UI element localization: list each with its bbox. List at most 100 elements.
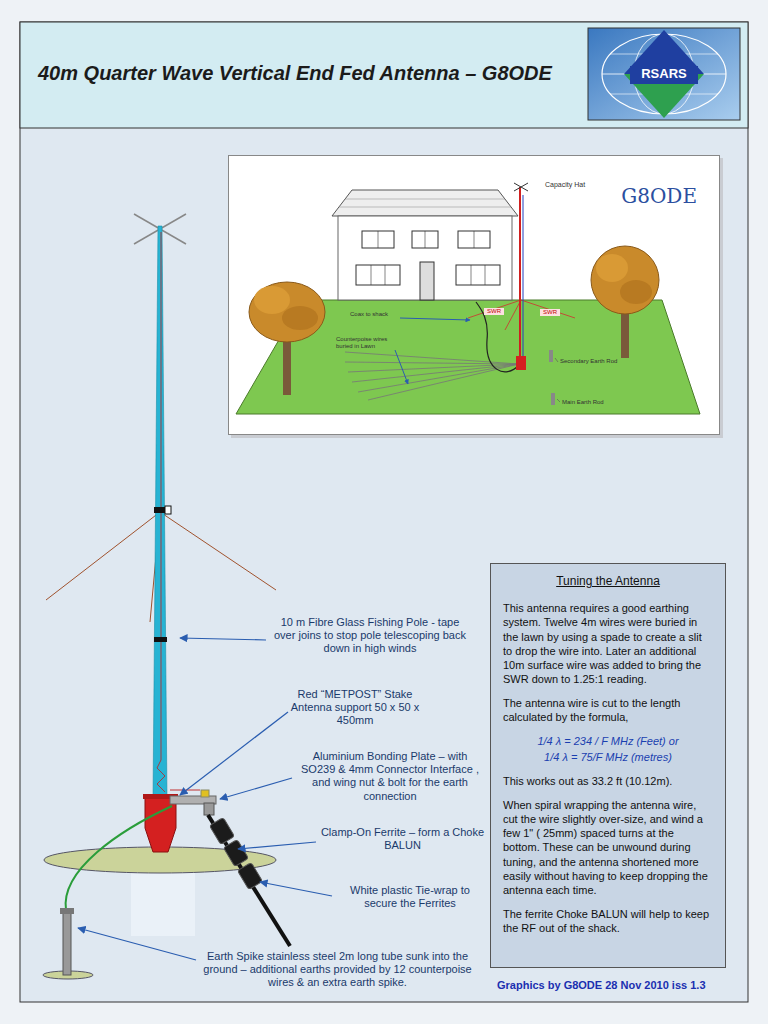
frame-part — [20, 22, 748, 128]
inset-drawing-part-part — [371, 265, 372, 285]
panel-text: This works out as 33.2 ft (10.12m). — [503, 774, 713, 788]
inset-drawing-part — [557, 399, 560, 402]
inset-drawing-part-part — [385, 265, 386, 285]
info-panel: Tuning the AntennaThis antenna requires … — [490, 563, 726, 968]
panel-text: This antenna requires a good earthing sy… — [503, 601, 713, 685]
inset-label: SWR — [540, 309, 560, 316]
inset-label: Secondary Earth Rod — [560, 358, 640, 365]
inset-drawing-part — [395, 350, 408, 384]
inset-drawing-part — [371, 231, 485, 285]
inset-drawing-part-part — [378, 231, 379, 248]
inset-label: Main Earth Rod — [562, 399, 632, 406]
inset-drawing-part — [555, 358, 558, 362]
tree-part — [620, 280, 652, 304]
leader-lines-part — [180, 638, 266, 640]
inset-drawing-part — [339, 207, 511, 208]
inset-drawing-part-part — [362, 231, 394, 248]
inset-drawing-part — [514, 183, 528, 191]
leader-lines — [78, 638, 332, 960]
inset-drawing-part — [523, 195, 524, 358]
tree-part — [282, 306, 318, 330]
main-antenna-part — [201, 790, 209, 797]
inset-drawing — [228, 155, 723, 438]
inset-drawing-part-part — [474, 231, 475, 248]
guy-wires — [468, 300, 575, 330]
inset-drawing-part-part — [456, 265, 500, 285]
inset-drawing-part-part — [485, 265, 486, 285]
inset-label: Coax to shack — [350, 311, 400, 318]
panel-text: When spiral wrapping the antenna wire, c… — [503, 798, 713, 897]
credit-caption: Graphics by G8ODE 28 Nov 2010 iss 1.3 — [497, 979, 737, 991]
tree-part — [591, 246, 659, 314]
inset-panel: G8ODE — [228, 155, 720, 435]
main-antenna-part-part — [223, 839, 248, 866]
main-antenna-part — [66, 806, 172, 910]
inset-drawing-part — [228, 155, 720, 435]
inset-drawing-part — [332, 190, 518, 216]
inset-drawing-part — [476, 302, 519, 372]
tree-part — [596, 254, 628, 282]
panel-text: 1/4 λ = 75/F MHz (metres) — [503, 750, 713, 764]
badge-text: RSARS — [588, 66, 740, 81]
callout-text: Red “METPOST” Stake Antenna support 50 x… — [280, 688, 430, 728]
guy-wires-part — [505, 300, 521, 330]
panel-text: The antenna wire is cut to the length ca… — [503, 696, 713, 724]
leader-lines-part — [180, 712, 288, 795]
inset-drawing-part — [338, 216, 512, 300]
callout-text: 10 m Fibre Glass Fishing Pole - tape ove… — [270, 616, 470, 656]
counterpoise-wires-part — [345, 362, 519, 364]
inset-drawing-part-part — [471, 265, 472, 285]
main-antenna-part-part-part — [209, 817, 234, 844]
frame-part — [20, 22, 748, 1002]
inset-drawing-part — [356, 231, 500, 300]
tree-part — [254, 286, 290, 314]
guy-wires-part — [521, 300, 575, 318]
inset-drawing-part — [345, 199, 505, 200]
panel-text: The ferrite Choke BALUN will help to kee… — [503, 907, 713, 935]
inset-drawing-part — [516, 356, 526, 370]
counterpoise-wires-part — [348, 364, 519, 372]
panel-text: 1/4 λ = 234 / F MHz (Feet) or — [503, 734, 713, 748]
badge-text: G8ODE — [621, 184, 697, 208]
main-antenna-part — [209, 817, 262, 889]
callout-text: Clamp-On Ferrite – form a Choke BALUN — [320, 826, 485, 852]
inset-label: Capacity Hat — [545, 181, 605, 189]
inset-drawing-part-part — [458, 231, 490, 248]
inset-drawing-part-part — [420, 262, 434, 300]
leader-lines-part — [78, 928, 196, 960]
main-antenna — [43, 214, 290, 979]
callout-text: White plastic Tie-wrap to secure the Fer… — [335, 884, 485, 910]
main-antenna-part-part — [209, 817, 234, 844]
main-antenna-part — [154, 637, 167, 642]
logo-badge: RSARS — [588, 28, 740, 120]
counterpoise-wires-part — [345, 352, 519, 364]
frame — [20, 22, 748, 1002]
inset-label: Counterpoise wires buried in Lawn — [336, 336, 398, 350]
inset-drawing-part — [519, 187, 521, 358]
logo-graphic-part — [588, 28, 740, 120]
counterpoise-wires — [345, 352, 519, 400]
panel-heading: Tuning the Antenna — [503, 574, 713, 589]
inset-drawing-part-part — [425, 231, 426, 248]
logo-graphic — [588, 28, 740, 120]
leader-lines-part — [260, 882, 332, 896]
main-antenna-part — [46, 512, 160, 600]
inset-drawing-part-part — [356, 265, 400, 285]
tree — [249, 246, 659, 395]
main-antenna-part — [204, 803, 214, 815]
leader-lines-part — [220, 778, 292, 799]
inset-drawing-part-part — [412, 231, 438, 248]
main-antenna-part — [63, 912, 71, 975]
inset-drawing-part — [551, 393, 555, 405]
inset-drawing-part — [400, 318, 470, 320]
inset-drawing-part — [236, 300, 700, 414]
inset-drawing-part — [549, 350, 553, 362]
main-antenna-part — [170, 790, 200, 791]
page-title: 40m Quarter Wave Vertical End Fed Antenn… — [38, 62, 552, 85]
main-antenna-part — [60, 908, 74, 914]
inset-label: SWR — [484, 308, 504, 315]
leader-lines-part — [238, 842, 316, 849]
main-antenna-part — [160, 512, 276, 590]
callout-text: Earth Spike stainless steel 2m long tube… — [190, 950, 485, 990]
